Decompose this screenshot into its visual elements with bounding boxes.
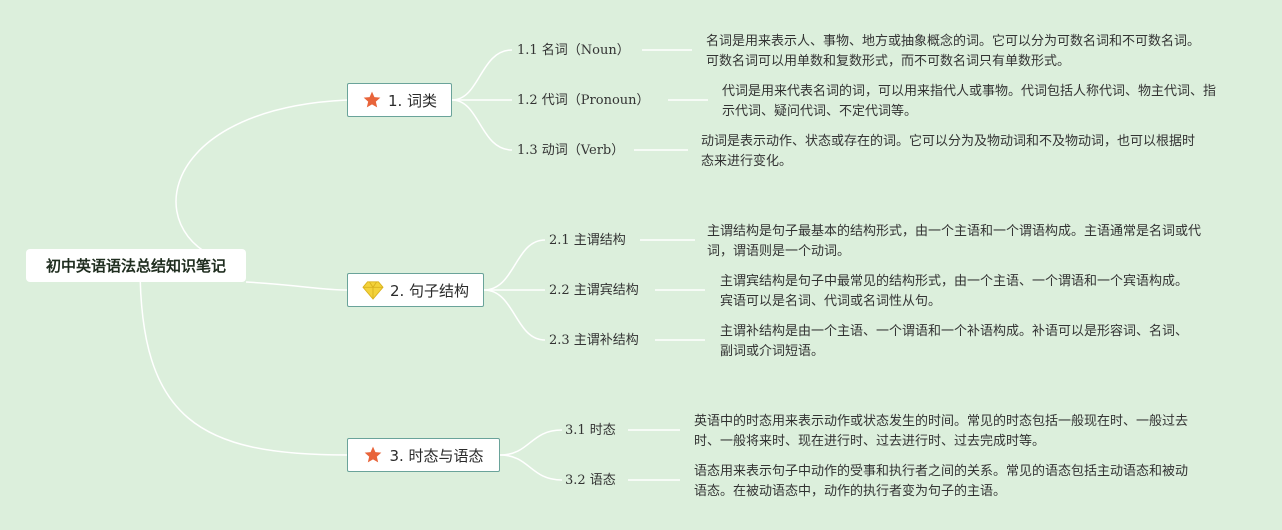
branch-node-1[interactable]: 1. 词类 [347,83,452,117]
leaf-2-2[interactable]: 2.2 主谓宾结构 [549,283,639,298]
leaf-2-1[interactable]: 2.1 主谓结构 [549,233,626,248]
branch-label: 1. 词类 [387,91,438,110]
connector-b1-l1 [451,49,513,101]
description-3-1: 英语中的时态用来表示动作或状态发生的时间。常见的时态包括一般现在时、一般过去时、… [694,414,1189,449]
description-1-2: 代词是用来代表名词的词，可以用来指代人或事物。代词包括人称代词、物主代词、指示代… [722,84,1217,119]
diamond-icon [362,280,384,300]
leaf-1-3[interactable]: 1.3 动词（Verb） [517,143,625,158]
branch-node-2[interactable]: 2. 句子结构 [347,273,484,307]
connector-b3-l2 [499,454,563,481]
leaf-2-3[interactable]: 2.3 主谓补结构 [549,333,639,348]
branch-label: 2. 句子结构 [389,281,470,300]
branch-label: 3. 时态与语态 [389,446,484,465]
star-icon [363,445,383,465]
connector-root-b1 [175,99,348,266]
description-2-2: 主谓宾结构是句子中最常见的结构形式，由一个主语、一个谓语和一个宾语构成。宾语可以… [720,274,1189,309]
leaf-1-2[interactable]: 1.2 代词（Pronoun） [517,93,650,108]
star-icon [362,90,382,110]
connector-b1-l3 [451,99,513,151]
description-1-3: 动词是表示动作、状态或存在的词。它可以分为及物动词和不及物动词，也可以根据时态来… [701,134,1196,169]
description-2-3: 主谓补结构是由一个主语、一个谓语和一个补语构成。补语可以是形容词、名词、副词或介… [720,324,1189,359]
root-title: 初中英语语法总结知识笔记 [45,257,226,275]
leaf-3-1[interactable]: 3.1 时态 [565,423,616,438]
connector-root-b3 [139,264,348,456]
leaf-3-2[interactable]: 3.2 语态 [565,473,616,488]
description-1-1: 名词是用来表示人、事物、地方或抽象概念的词。它可以分为可数名词和不可数名词。可数… [706,34,1201,69]
root-node[interactable]: 初中英语语法总结知识笔记 [26,249,246,282]
description-3-2: 语态用来表示句子中动作的受事和执行者之间的关系。常见的语态包括主动语态和被动语态… [694,464,1189,499]
connector-b3-l1 [499,429,563,456]
branch-node-3[interactable]: 3. 时态与语态 [347,438,500,472]
leaf-1-1[interactable]: 1.1 名词（Noun） [517,43,630,58]
connector-root-b2 [245,281,348,291]
connector-b2-l3 [483,289,546,341]
description-2-1: 主谓结构是句子最基本的结构形式，由一个主语和一个谓语构成。主语通常是名词或代词，… [707,224,1202,259]
connector-b2-l1 [483,239,546,291]
